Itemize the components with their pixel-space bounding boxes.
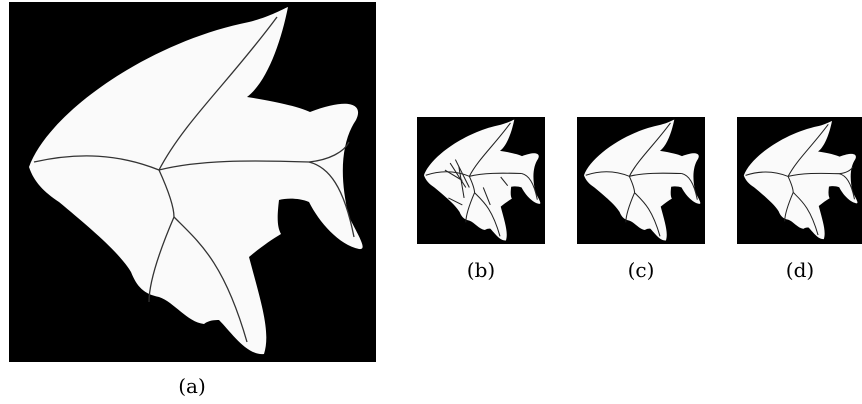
panel-a-image <box>9 2 376 362</box>
panel-c-image <box>577 117 705 244</box>
fish-skeleton-b <box>423 119 541 241</box>
skeleton-lines <box>425 122 538 237</box>
caption-a: (a) <box>178 374 206 398</box>
caption-c: (c) <box>627 258 655 282</box>
caption-b: (b) <box>466 258 496 282</box>
fish-skeleton-large <box>29 7 363 355</box>
caption-d: (d) <box>785 258 815 282</box>
fish-skeleton-d <box>743 120 858 240</box>
skeleton-lines <box>33 16 355 343</box>
panel-b-image <box>417 117 545 244</box>
skeleton-lines <box>585 122 698 237</box>
fish-skeleton-c <box>583 119 701 241</box>
panel-d-image <box>737 117 862 244</box>
skeleton-lines <box>745 123 856 236</box>
